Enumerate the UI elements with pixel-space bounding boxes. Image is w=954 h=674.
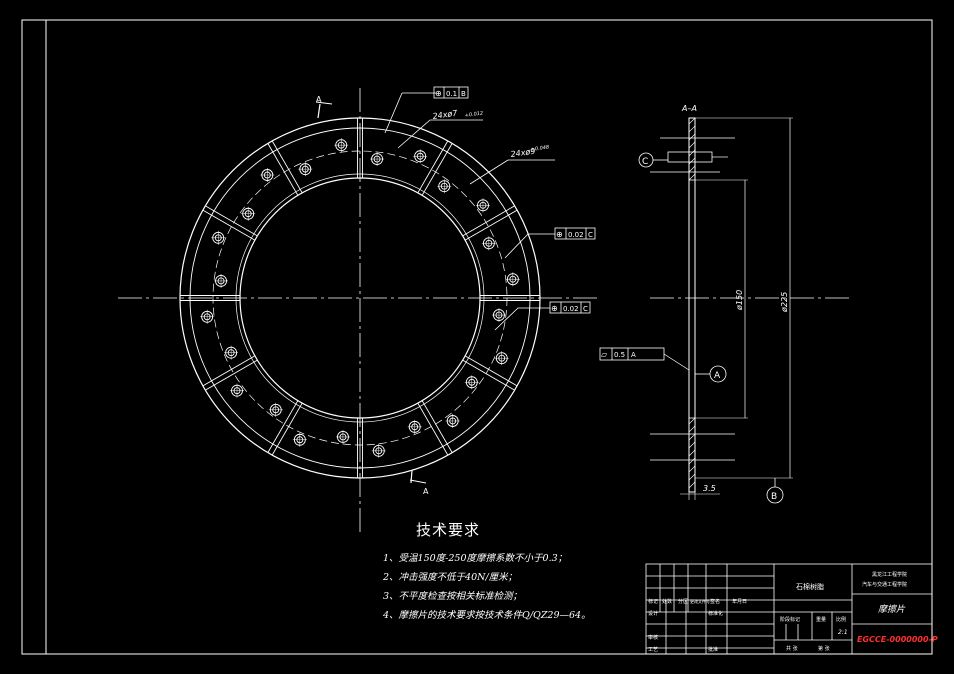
tb-stage: 阶段标记 bbox=[780, 616, 800, 623]
outer-circle bbox=[179, 117, 541, 479]
fcf-c1-datum: C bbox=[588, 231, 593, 239]
cut-label-top: A bbox=[316, 95, 322, 104]
tb-ratio: 比例 bbox=[836, 616, 846, 623]
tech-req-item-3: 3、不平度检查按相关标准检测； bbox=[383, 591, 523, 602]
hole-callout-2: 24xø9 bbox=[510, 147, 536, 159]
segment-gap-line bbox=[417, 140, 449, 194]
tb-school-1: 黑龙江工程学院 bbox=[872, 571, 907, 578]
flatness-datum: A bbox=[631, 351, 636, 359]
tb-school-2: 汽车与交通工程学院 bbox=[862, 581, 907, 588]
fcf-c2-sym: ⊕ bbox=[551, 304, 558, 313]
tb-label-sign: 签名 bbox=[710, 598, 720, 605]
tech-req-title: 技术要求 bbox=[416, 521, 481, 539]
fcf-c1 bbox=[554, 227, 596, 240]
dim-outer: ø225 bbox=[780, 292, 789, 313]
hole-callout-1: 24xø7 bbox=[432, 108, 459, 121]
segment-gap-line bbox=[205, 359, 258, 391]
fcf-c1-sym: ⊕ bbox=[556, 230, 563, 239]
fcf-b-val: 0.1 bbox=[446, 90, 457, 98]
segment-gap-line bbox=[271, 140, 303, 194]
segment-gap-line bbox=[421, 400, 453, 453]
inner-circle bbox=[239, 177, 481, 419]
tb-label-zone: 分区 bbox=[678, 598, 688, 605]
tb-scale: 2:1 bbox=[838, 629, 848, 636]
technical-requirements: 技术要求 1、受温150度-250度摩擦系数不小于0.3； 2、冲击强度不低于4… bbox=[383, 519, 683, 621]
tb-approve: 批准 bbox=[708, 646, 718, 653]
segment-gap-line bbox=[267, 400, 299, 453]
fcf-c2-val: 0.02 bbox=[563, 305, 579, 313]
segment-gap-line bbox=[267, 143, 299, 196]
cut-label-bottom: A bbox=[423, 487, 429, 496]
tb-sheets: 共 张 bbox=[786, 645, 798, 652]
fcf-b-datum: B bbox=[461, 90, 466, 98]
title-block bbox=[645, 563, 933, 655]
segment-gap-line bbox=[464, 209, 518, 241]
dim-inner: ø150 bbox=[735, 290, 744, 311]
fcf-c1-val: 0.02 bbox=[568, 231, 584, 239]
tb-weight: 重量 bbox=[816, 616, 826, 623]
segment-gap-line bbox=[417, 402, 449, 456]
hole-pitch-circle bbox=[212, 150, 508, 446]
flatness-sym: ⏥ bbox=[601, 350, 608, 359]
fcf-b bbox=[433, 86, 469, 99]
tb-process: 工艺 bbox=[648, 647, 658, 653]
section-label: A–A bbox=[681, 104, 697, 113]
hole-callout-2-tol: +0.048 bbox=[530, 144, 549, 153]
segment-gap-line bbox=[464, 355, 518, 387]
segment-gap-line bbox=[205, 205, 258, 237]
tb-drawing-no: EGCCE-0000000-P bbox=[857, 635, 938, 644]
segment-gap-line bbox=[202, 355, 256, 387]
segment-gap-line bbox=[421, 143, 453, 196]
flatness-val: 0.5 bbox=[614, 351, 625, 359]
hole-callout-1-tol: +0.012 bbox=[464, 110, 483, 119]
front-view bbox=[118, 88, 600, 535]
fcf-c2-datum: C bbox=[583, 305, 588, 313]
tb-audit: 审核 bbox=[648, 634, 658, 641]
tb-design: 设计 bbox=[648, 610, 658, 617]
tb-sheet: 第 张 bbox=[818, 645, 830, 652]
tb-label-date: 年月日 bbox=[732, 598, 747, 605]
inner-step-circle bbox=[235, 173, 485, 423]
datum-b-label: B bbox=[771, 492, 777, 502]
tb-label-change: 更改文件号 bbox=[690, 598, 710, 604]
tech-req-item-1: 1、受温150度-250度摩擦系数不小于0.3； bbox=[383, 553, 568, 564]
datum-a-label: A bbox=[714, 371, 721, 381]
inner-frame bbox=[45, 19, 933, 655]
dim-thickness: 3.5 bbox=[703, 484, 716, 493]
tech-req-item-2: 2、冲击强度不低于40N/厘米； bbox=[383, 572, 518, 583]
fcf-b-sym: ⊕ bbox=[435, 89, 442, 98]
mid-circle bbox=[189, 127, 531, 469]
tb-standard: 标准化 bbox=[708, 610, 723, 617]
tb-part-name: 摩擦片 bbox=[878, 604, 906, 615]
tb-label-mark: 标记 bbox=[648, 598, 658, 605]
tech-req-item-4: 4、摩擦片的技术要求按技术条件Q/QZ29—64。 bbox=[383, 610, 591, 621]
fcf-c2 bbox=[549, 301, 591, 314]
segment-gap-line bbox=[202, 209, 256, 241]
segment-gap-line bbox=[462, 205, 515, 237]
section-view bbox=[599, 117, 850, 504]
tb-label-count: 处数 bbox=[662, 598, 672, 605]
datum-c-label: C bbox=[642, 157, 648, 167]
tb-material: 石棉树脂 bbox=[796, 582, 824, 591]
segment-gap-line bbox=[462, 359, 515, 391]
segment-gap-line bbox=[271, 402, 303, 456]
